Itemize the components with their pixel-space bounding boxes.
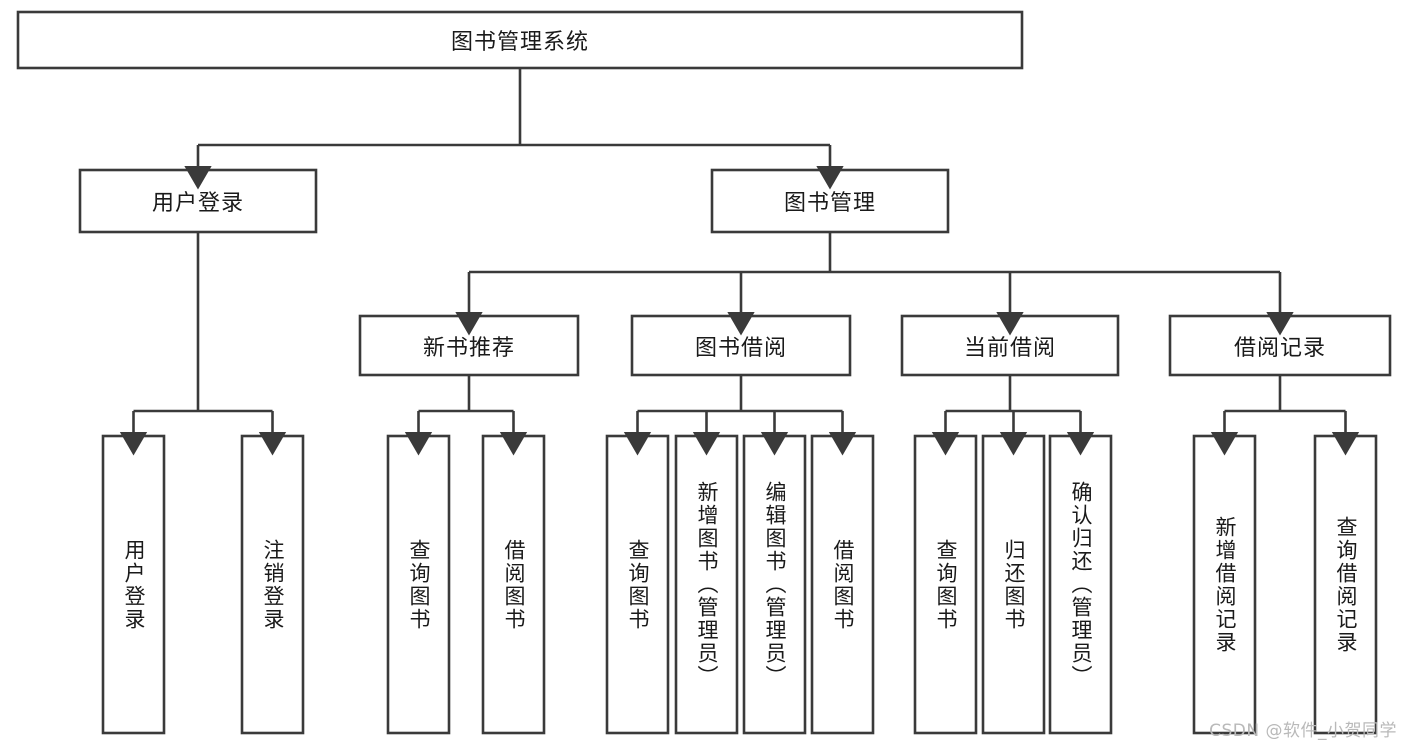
node-box-leaf-query-book-1[interactable] xyxy=(386,434,451,735)
connector-edges-layer xyxy=(119,68,1360,456)
node-box-user-login[interactable] xyxy=(78,168,318,234)
node-box-book-manage[interactable] xyxy=(710,168,950,234)
node-box-current-borrow[interactable] xyxy=(900,314,1120,377)
node-box-leaf-return-book[interactable] xyxy=(981,434,1046,735)
node-box-root[interactable] xyxy=(16,10,1024,70)
csdn-watermark: CSDN @软件_小贺同学 xyxy=(1209,721,1397,741)
node-box-borrow-record[interactable] xyxy=(1168,314,1392,377)
node-box-leaf-query-book-3[interactable] xyxy=(913,434,978,735)
node-box-leaf-user-login[interactable] xyxy=(101,434,166,735)
node-boxes-layer xyxy=(16,10,1392,735)
node-box-leaf-confirm-return[interactable] xyxy=(1048,434,1113,735)
node-box-leaf-add-book[interactable] xyxy=(674,434,739,735)
node-box-leaf-borrow-book-2[interactable] xyxy=(810,434,875,735)
node-box-leaf-edit-book[interactable] xyxy=(742,434,807,735)
node-box-leaf-add-record[interactable] xyxy=(1192,434,1257,735)
node-box-leaf-user-logout[interactable] xyxy=(240,434,305,735)
node-box-book-borrow[interactable] xyxy=(630,314,852,377)
node-box-leaf-borrow-book-1[interactable] xyxy=(481,434,546,735)
node-box-leaf-query-book-2[interactable] xyxy=(605,434,670,735)
node-box-new-book-rec[interactable] xyxy=(358,314,580,377)
node-box-leaf-query-record[interactable] xyxy=(1313,434,1378,735)
